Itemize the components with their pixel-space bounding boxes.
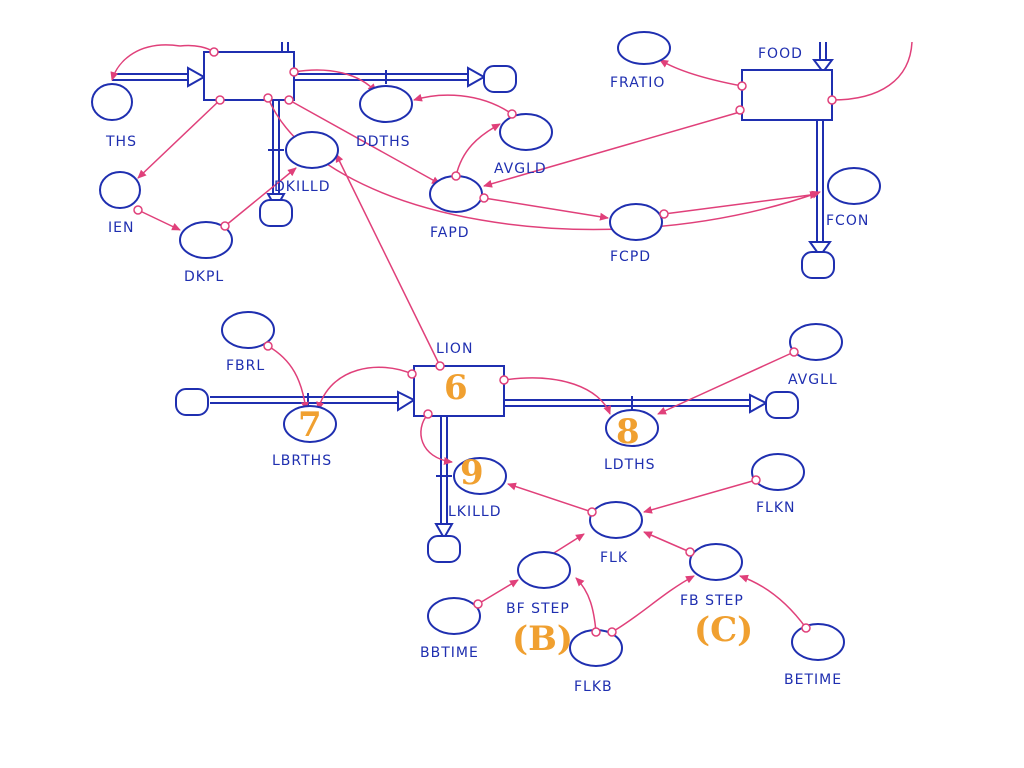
- cloud-food-consume: [801, 251, 835, 279]
- label-fb-step: FB STEP: [680, 593, 744, 609]
- cloud-lion-birth: [175, 388, 209, 416]
- node-bf-step[interactable]: [517, 551, 571, 589]
- node-fratio[interactable]: [617, 31, 671, 65]
- label-fcpd: FCPD: [610, 249, 651, 265]
- node-fapd[interactable]: [429, 175, 483, 213]
- label-flkn: FLKN: [756, 500, 796, 516]
- label-fratio: FRATIO: [610, 75, 665, 91]
- label-dths: DDTHS: [356, 134, 411, 150]
- label-food: FOOD: [758, 46, 803, 62]
- label-dkpl: DKPL: [184, 269, 224, 285]
- annotation-c: (C): [694, 610, 753, 650]
- label-fcon: FCON: [826, 213, 869, 229]
- node-dths[interactable]: [359, 85, 413, 123]
- annotation-b: (B): [512, 619, 573, 659]
- cloud-sources-sinks: [175, 65, 835, 563]
- node-ths[interactable]: [91, 83, 133, 121]
- stock-food[interactable]: [741, 69, 833, 121]
- label-fbrl: FBRL: [226, 358, 265, 374]
- label-fapd: FAPD: [430, 225, 470, 241]
- label-betime: BETIME: [784, 672, 842, 688]
- connector-dots: [133, 47, 837, 637]
- node-labels: THS DDTHS AVGLD DKILLD FAPD IEN DKPL FRA…: [105, 46, 869, 695]
- label-avgld: AVGLD: [494, 161, 547, 177]
- label-ths: THS: [105, 134, 137, 150]
- label-flkb: FLKB: [574, 679, 613, 695]
- node-lkilld[interactable]: [453, 457, 507, 495]
- node-dkpl[interactable]: [179, 221, 233, 259]
- label-bf-step: BF STEP: [506, 601, 570, 617]
- node-ldths[interactable]: [605, 409, 659, 447]
- node-flk[interactable]: [589, 501, 643, 539]
- label-lbrths: LBRTHS: [272, 453, 332, 469]
- cloud-deer-death: [483, 65, 517, 93]
- label-bbtime: BBTIME: [420, 645, 479, 661]
- node-dkilld[interactable]: [285, 131, 339, 169]
- cloud-lion-kill: [427, 535, 461, 563]
- node-fcon[interactable]: [827, 167, 881, 205]
- cloud-deer-kill: [259, 199, 293, 227]
- annotation-9: 9: [460, 453, 484, 493]
- node-flkn[interactable]: [751, 453, 805, 491]
- node-lbrths[interactable]: [283, 405, 337, 443]
- annotation-7: 7: [298, 405, 322, 445]
- label-dkilld: DKILLD: [274, 179, 330, 195]
- auxiliary-nodes: [91, 31, 881, 667]
- node-avgld[interactable]: [499, 113, 553, 151]
- stock-lion[interactable]: [413, 365, 505, 417]
- label-ien: IEN: [108, 220, 134, 236]
- cloud-lion-death: [765, 391, 799, 419]
- node-avgll[interactable]: [789, 323, 843, 361]
- step-annotations: 6 7 8 9 (B) (C): [298, 368, 753, 659]
- label-flk: FLK: [600, 550, 628, 566]
- annotation-6: 6: [444, 368, 468, 408]
- node-ien[interactable]: [99, 171, 141, 209]
- node-fbrl[interactable]: [221, 311, 275, 349]
- node-fcpd[interactable]: [609, 203, 663, 241]
- label-ldths: LDTHS: [604, 457, 656, 473]
- stock-deer[interactable]: [203, 51, 295, 101]
- node-betime[interactable]: [791, 623, 845, 661]
- node-fb-step[interactable]: [689, 543, 743, 581]
- annotation-8: 8: [616, 412, 640, 452]
- label-lion: LION: [436, 341, 473, 357]
- influence-links: [110, 41, 913, 633]
- label-avgll: AVGLL: [788, 372, 838, 388]
- label-lkilld: LKILLD: [448, 504, 502, 520]
- node-bbtime[interactable]: [427, 597, 481, 635]
